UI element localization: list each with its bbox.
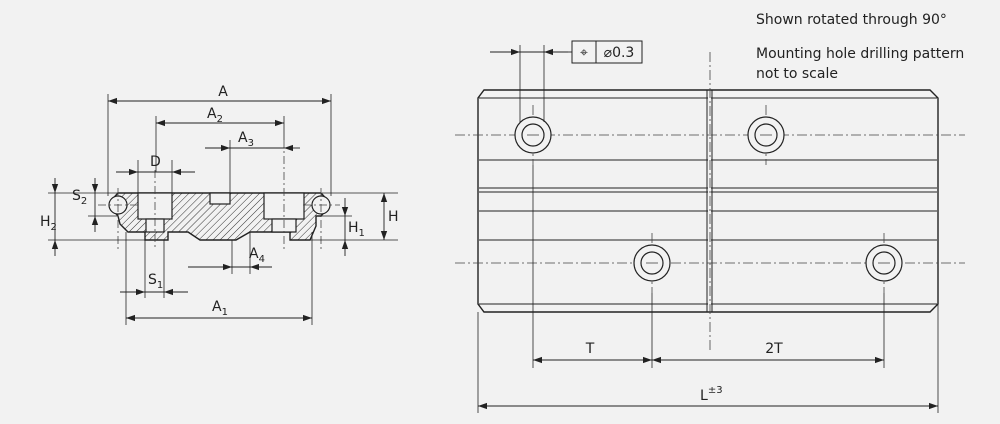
tolerance-value: ⌀0.3 bbox=[604, 45, 635, 61]
note-pattern-line1: Mounting hole drilling pattern bbox=[756, 46, 964, 62]
rail-joint bbox=[706, 90, 713, 312]
cross-section-view: A A2 A3 D S2 H2 H H1 A4 S1 A1 bbox=[40, 84, 399, 325]
label-s2: S2 bbox=[72, 188, 87, 207]
note-rotated: Shown rotated through 90° bbox=[756, 12, 947, 28]
label-h2: H2 bbox=[40, 214, 57, 233]
slot-middle bbox=[209, 192, 231, 205]
label-a4: A4 bbox=[249, 246, 265, 265]
label-2t: 2T bbox=[765, 341, 783, 357]
label-s1: S1 bbox=[148, 272, 163, 291]
label-a3: A3 bbox=[238, 130, 254, 149]
position-tolerance-icon: ⌖ bbox=[580, 45, 588, 61]
top-view: ⌖ ⌀0.3 T 2T L±3 Shown rotated through 90… bbox=[455, 12, 965, 413]
label-h: H bbox=[388, 209, 399, 225]
note-pattern-line2: not to scale bbox=[756, 66, 838, 82]
label-a: A bbox=[218, 84, 228, 100]
label-a1: A1 bbox=[212, 299, 228, 318]
label-a2: A2 bbox=[207, 106, 223, 125]
label-d: D bbox=[150, 154, 161, 170]
label-t: T bbox=[585, 341, 595, 357]
tolerance-frame: ⌖ ⌀0.3 bbox=[571, 40, 643, 64]
label-l: L±3 bbox=[700, 385, 723, 404]
label-h1: H1 bbox=[348, 220, 365, 239]
